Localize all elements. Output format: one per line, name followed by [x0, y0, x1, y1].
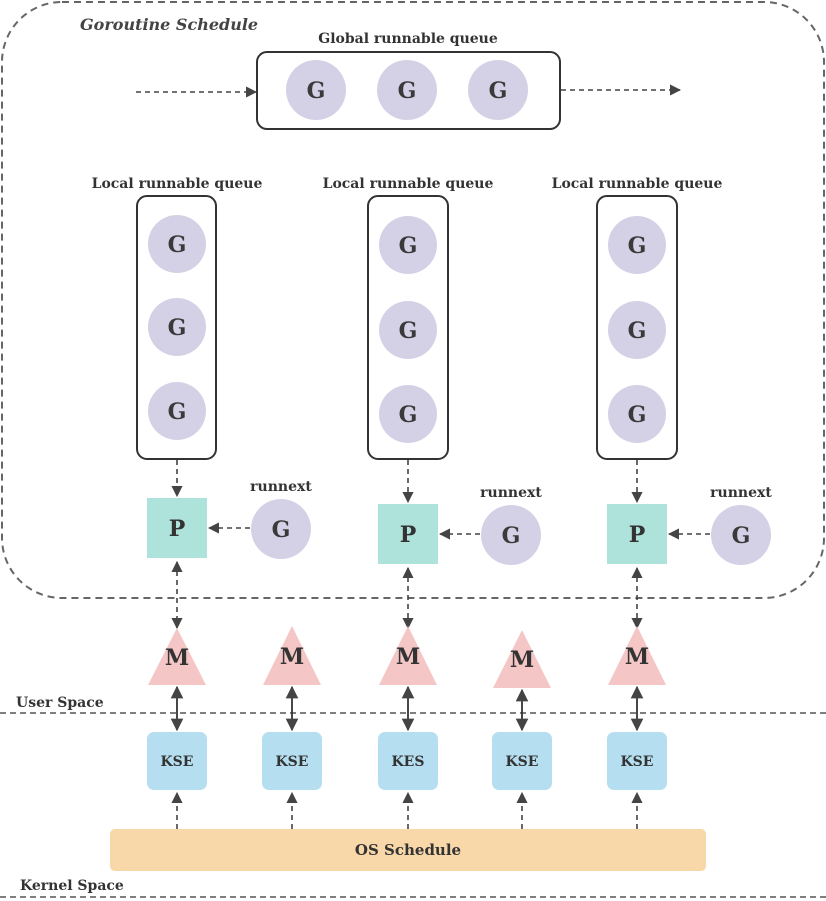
machine-label: M	[396, 644, 420, 670]
machine-3: M	[379, 626, 437, 685]
goroutine-label: G	[168, 315, 187, 341]
goroutine-label: G	[168, 399, 187, 425]
goroutine-circle	[608, 385, 666, 443]
local-queue-group-2: Local runnable queue G G G P runnext G	[323, 176, 542, 565]
goroutine-circle	[468, 60, 528, 120]
runnext-goroutine-label: G	[732, 523, 751, 549]
runnext-goroutine-label: G	[502, 523, 521, 549]
goroutine-label: G	[399, 402, 418, 428]
kse-box	[147, 732, 207, 790]
kse-5: KSE	[607, 732, 667, 790]
runnext-label: runnext	[480, 485, 542, 501]
goroutine-circle	[148, 298, 206, 356]
goroutine-label: G	[307, 78, 326, 104]
goroutine-label: G	[398, 78, 417, 104]
goroutine-circle	[608, 301, 666, 359]
local-queue-label: Local runnable queue	[92, 176, 263, 192]
kse-box	[492, 732, 552, 790]
goroutine-circle	[379, 301, 437, 359]
kse-2: KSE	[262, 732, 322, 790]
machine-triangle	[608, 626, 666, 685]
kse-label: KSE	[161, 754, 194, 770]
kse-1: KSE	[147, 732, 207, 790]
local-queue-group-3: Local runnable queue G G G P runnext G	[552, 176, 772, 565]
goroutine-circle	[148, 382, 206, 440]
goroutine-label: G	[628, 233, 647, 259]
local-queue-label: Local runnable queue	[552, 176, 723, 192]
goroutine-label: G	[489, 78, 508, 104]
processor-label: P	[400, 522, 417, 548]
global-queue-item: G	[468, 60, 528, 120]
machine-2: M	[263, 626, 321, 685]
kernel-space-label: Kernel Space	[20, 878, 124, 894]
machine-triangle	[493, 630, 551, 688]
kse-label: KSE	[276, 754, 309, 770]
goroutine-label: G	[628, 402, 647, 428]
machine-triangle	[379, 626, 437, 685]
global-queue-label: Global runnable queue	[318, 31, 498, 47]
kse-label: KES	[392, 754, 425, 770]
user-space-label: User Space	[16, 695, 104, 711]
goroutine-label: G	[168, 232, 187, 258]
processor-box	[378, 504, 438, 564]
runnext-goroutine-label: G	[272, 517, 291, 543]
os-schedule-bar	[110, 829, 706, 871]
kse-label: KSE	[621, 754, 654, 770]
global-queue-item: G	[377, 60, 437, 120]
goroutine-circle	[286, 60, 346, 120]
goroutine-label: G	[399, 233, 418, 259]
goroutine-circle	[379, 385, 437, 443]
diagram-title: Goroutine Schedule	[80, 15, 258, 34]
machine-triangle	[263, 626, 321, 685]
runnext-label: runnext	[710, 485, 772, 501]
processor-label: P	[169, 516, 186, 542]
machine-4: M	[493, 630, 551, 688]
goroutine-label: G	[399, 318, 418, 344]
kse-box	[607, 732, 667, 790]
processor-box	[607, 504, 667, 564]
machine-label: M	[510, 647, 534, 673]
goroutine-circle	[608, 216, 666, 274]
kse-label: KSE	[506, 754, 539, 770]
machine-5: M	[608, 626, 666, 685]
runnext-goroutine-circle	[481, 505, 541, 565]
runnext-goroutine-circle	[711, 505, 771, 565]
os-schedule-label: OS Schedule	[355, 841, 461, 859]
goroutine-label: G	[628, 318, 647, 344]
local-queue-group-1: Local runnable queue G G G P runnext G	[92, 176, 312, 559]
machine-label: M	[165, 645, 189, 671]
kse-4: KSE	[492, 732, 552, 790]
global-queue-item: G	[286, 60, 346, 120]
goroutine-circle	[379, 216, 437, 274]
processor-box	[147, 498, 207, 558]
kse-box	[378, 732, 438, 790]
kse-3: KES	[378, 732, 438, 790]
machine-label: M	[625, 644, 649, 670]
machine-1: M	[148, 628, 206, 685]
runnext-label: runnext	[250, 479, 312, 495]
goroutine-circle	[377, 60, 437, 120]
processor-label: P	[629, 522, 646, 548]
kse-box	[262, 732, 322, 790]
local-queue-label: Local runnable queue	[323, 176, 494, 192]
machine-label: M	[280, 644, 304, 670]
goroutine-circle	[148, 215, 206, 273]
runnext-goroutine-circle	[251, 499, 311, 559]
machine-triangle	[148, 628, 206, 685]
